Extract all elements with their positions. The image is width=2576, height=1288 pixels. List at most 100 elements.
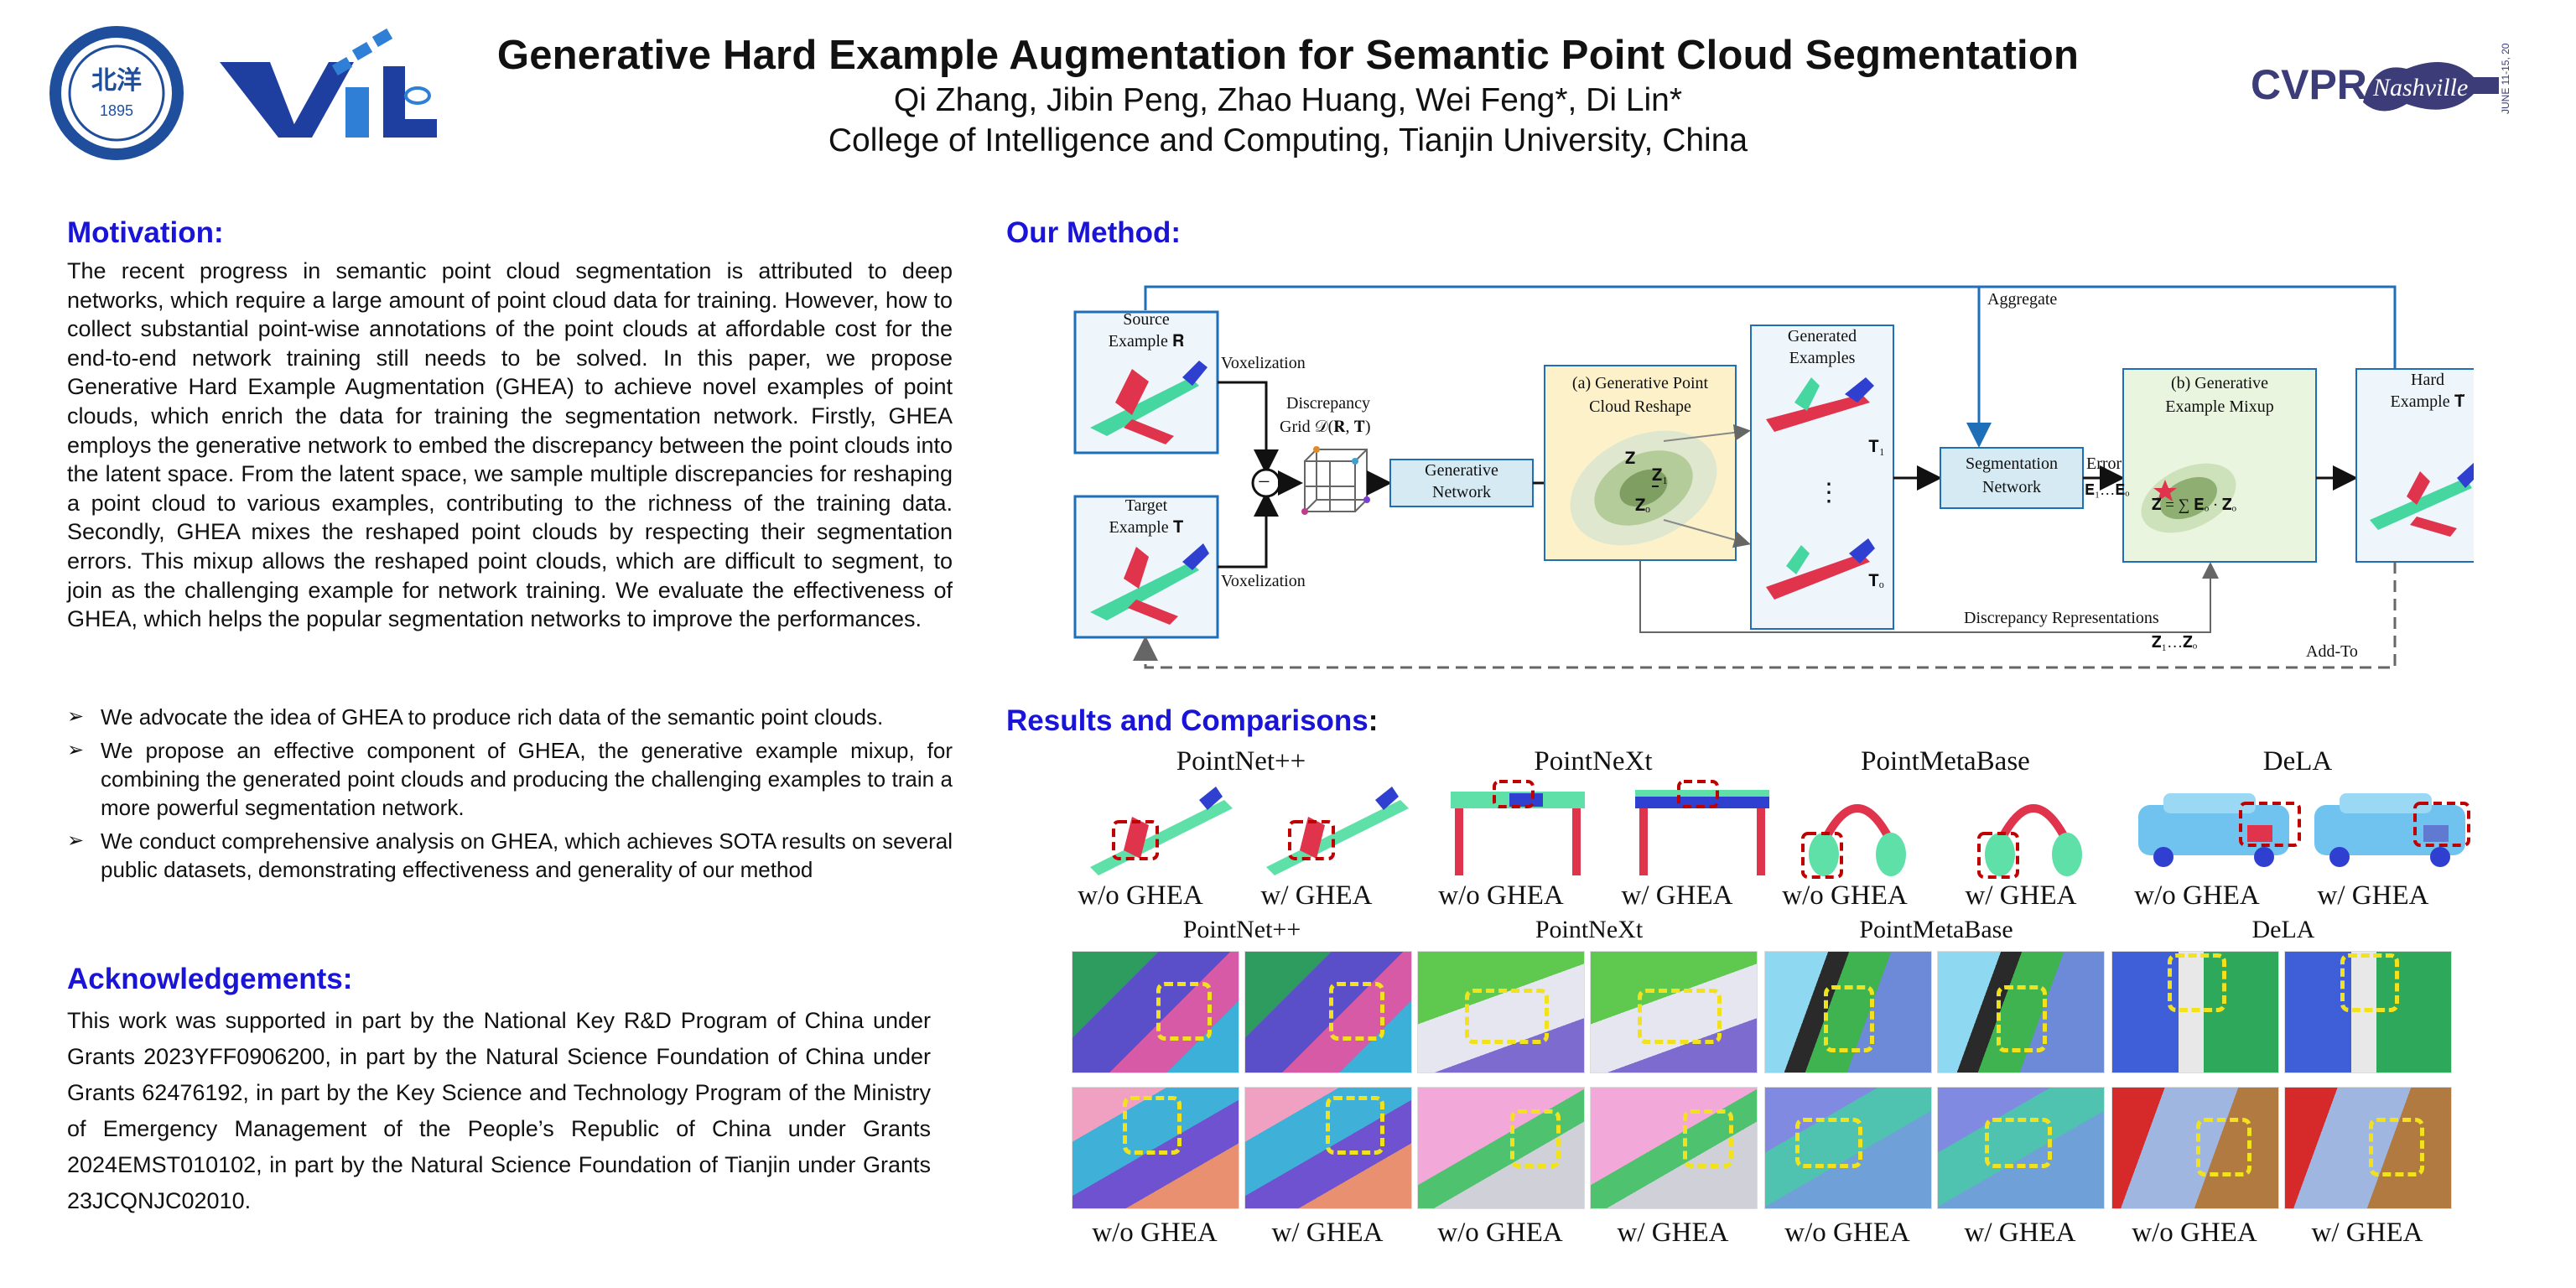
latent-zo: 𝐙ₒ — [1635, 496, 1650, 515]
scene-method-name-dela: DeLA — [2251, 916, 2315, 943]
source-label-2: Example 𝐑 — [1108, 332, 1185, 351]
scene-thumb — [2284, 1087, 2452, 1209]
top-label-4: w/ GHEA — [1621, 880, 1733, 911]
arrow-bullet-icon: ➢ — [67, 829, 85, 852]
segmentation-network-label: Segmentation — [1966, 454, 2058, 473]
target-label: Target — [1124, 496, 1168, 515]
poster-authors: Qi Zhang, Jibin Peng, Zhao Huang, Wei Fe… — [893, 82, 1683, 118]
generative-network-label: Generative — [1425, 461, 1498, 480]
segmentation-network-label-2: Network — [1982, 478, 2041, 496]
contribution-item: ➢We conduct comprehensive analysis on GH… — [67, 828, 953, 882]
generated-to: 𝐓ₒ — [1868, 572, 1884, 590]
add-to-label: Add-To — [2306, 642, 2358, 661]
bottom-label-1: w/o GHEA — [1092, 1218, 1218, 1248]
scene-thumb — [1072, 1087, 1239, 1209]
method-name-pointnet: PointNet++ — [1176, 746, 1306, 776]
generated-airplane-1 — [1766, 377, 1874, 432]
latent-z1: 𝐙₁ — [1652, 466, 1669, 485]
scene-method-name-pointnext: PointNeXt — [1535, 916, 1644, 943]
bottom-label-2: w/ GHEA — [1271, 1218, 1384, 1248]
bottom-label-7: w/o GHEA — [2132, 1218, 2257, 1248]
method-heading: Our Method: — [1006, 216, 1182, 249]
bottom-label-6: w/ GHEA — [1964, 1218, 2076, 1248]
scene-method-name-pointnet: PointNet++ — [1182, 916, 1301, 943]
top-label-1: w/o GHEA — [1078, 880, 1203, 911]
scene-thumb — [1937, 1087, 2105, 1209]
scene-thumb — [1244, 951, 1412, 1073]
scene-method-name-pointmetabase: PointMetaBase — [1859, 916, 2013, 943]
reshape-label: (a) Generative Point — [1571, 374, 1709, 392]
contribution-list: ➢We advocate the idea of GHEA to produce… — [67, 703, 953, 889]
generated-label: Generated — [1787, 327, 1857, 345]
motivation-heading: Motivation: — [67, 216, 224, 249]
target-airplane — [1090, 543, 1209, 625]
arrow-bullet-icon: ➢ — [67, 739, 85, 761]
scene-thumb — [2284, 951, 2452, 1073]
latent-z: 𝐙 — [1625, 449, 1636, 468]
scene-thumb — [1764, 1087, 1932, 1209]
svg-text:1895: 1895 — [100, 102, 133, 119]
object-results-row — [1073, 775, 2474, 884]
generated-dots: ⋮ — [1816, 479, 1841, 506]
method-name-pointmetabase: PointMetaBase — [1861, 746, 2030, 776]
mixup-label: (b) Generative — [2170, 374, 2269, 392]
scene-thumb — [1764, 951, 1932, 1073]
top-label-8: w/ GHEA — [2317, 880, 2429, 911]
results-heading: Results and Comparisons: — [1006, 704, 1379, 737]
contribution-item: ➢We propose an effective component of GH… — [67, 738, 953, 820]
svg-text:CVPR: CVPR — [2251, 61, 2367, 108]
source-airplane — [1090, 361, 1208, 444]
source-label: Source — [1123, 310, 1170, 329]
svg-text:北洋: 北洋 — [91, 67, 142, 95]
mixup-label-2: Example Mixup — [2165, 397, 2274, 416]
scene-thumb — [1417, 951, 1585, 1073]
motivation-text: The recent progress in semantic point cl… — [67, 258, 953, 632]
scene-thumb — [2111, 951, 2279, 1073]
top-label-7: w/o GHEA — [2134, 880, 2260, 911]
grid-label-2: Grid 𝒟(𝐑, 𝐓) — [1280, 418, 1371, 436]
method-name-dela: DeLA — [2262, 746, 2333, 776]
acknowledgements-heading: Acknowledgements: — [67, 963, 353, 995]
acknowledgements-text: This work was supported in part by the N… — [67, 1008, 931, 1213]
scene-thumb — [1590, 951, 1758, 1073]
error-label-2: 𝐄₁…𝐄ₒ — [2085, 481, 2130, 498]
minus-sign: − — [1258, 470, 1270, 494]
scene-thumb — [1244, 1087, 1412, 1209]
reshape-label-2: Cloud Reshape — [1589, 397, 1691, 416]
hard-example-airplane — [2370, 462, 2474, 537]
generated-airplane-2 — [1766, 538, 1875, 600]
mixup-formula: 𝐙̃ = ∑ 𝐄ₒ · 𝐙ₒ — [2152, 496, 2237, 514]
hard-example-label-2: Example 𝐓̃ — [2390, 392, 2465, 411]
grid-label: Discrepancy — [1286, 394, 1370, 413]
bottom-label-5: w/o GHEA — [1784, 1218, 1910, 1248]
scene-thumb — [1590, 1087, 1758, 1209]
university-logo: 北洋 1895 — [47, 23, 186, 163]
aggregate-label: Aggregate — [1987, 290, 2058, 309]
contribution-item: ➢We advocate the idea of GHEA to produce… — [67, 704, 884, 730]
vil-logo — [220, 28, 442, 146]
bottom-label-3: w/o GHEA — [1437, 1218, 1563, 1248]
top-label-3: w/o GHEA — [1438, 880, 1564, 911]
method-name-pointnext: PointNeXt — [1534, 746, 1653, 776]
poster-title: Generative Hard Example Augmentation for… — [496, 33, 2080, 78]
svg-text:Nashville: Nashville — [2372, 74, 2468, 101]
generative-network-label-2: Network — [1432, 483, 1491, 501]
scene-thumb — [1417, 1087, 1585, 1209]
bottom-label-4: w/ GHEA — [1617, 1218, 1729, 1248]
scene-thumb — [1937, 951, 2105, 1073]
scene-thumb — [1072, 951, 1239, 1073]
method-diagram: Source Example 𝐑 Target Example 𝐓 Voxeli… — [1065, 277, 2474, 679]
z-sequence-label: 𝐙₁…𝐙ₒ — [2152, 634, 2198, 652]
target-label-2: Example 𝐓 — [1109, 518, 1184, 537]
arrow-bullet-icon: ➢ — [67, 705, 85, 728]
generated-label-2: Examples — [1789, 349, 1856, 367]
discrepancy-grid-cube — [1304, 449, 1368, 512]
hard-example-label: Hard — [2411, 371, 2444, 389]
top-label-6: w/ GHEA — [1965, 880, 2077, 911]
top-label-5: w/o GHEA — [1782, 880, 1908, 911]
poster-affiliation: College of Intelligence and Computing, T… — [828, 122, 1748, 158]
scene-thumb — [2111, 1087, 2279, 1209]
voxelization-label-top: Voxelization — [1221, 354, 1306, 372]
top-label-2: w/ GHEA — [1260, 880, 1373, 911]
discrepancy-representations-label: Discrepancy Representations — [1964, 609, 2159, 627]
